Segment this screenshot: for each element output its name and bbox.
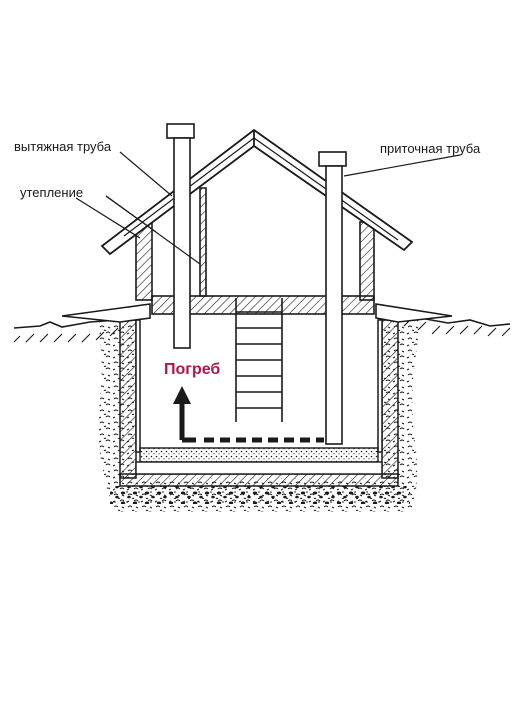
ladder — [235, 298, 283, 422]
airflow-arrow — [173, 386, 324, 443]
ceiling-slab — [61, 295, 453, 323]
label-insulation: утепление — [20, 185, 84, 200]
leader-lines — [75, 151, 461, 265]
label-cellar: Погреб — [164, 361, 221, 378]
supply-pipe — [318, 151, 347, 445]
label-exhaust-pipe: вытяжная труба — [14, 139, 112, 154]
exhaust-pipe — [166, 123, 195, 349]
label-supply-pipe: приточная труба — [380, 141, 481, 156]
roof — [100, 128, 414, 256]
cellar-floor — [110, 447, 410, 504]
house-walls — [135, 187, 375, 301]
